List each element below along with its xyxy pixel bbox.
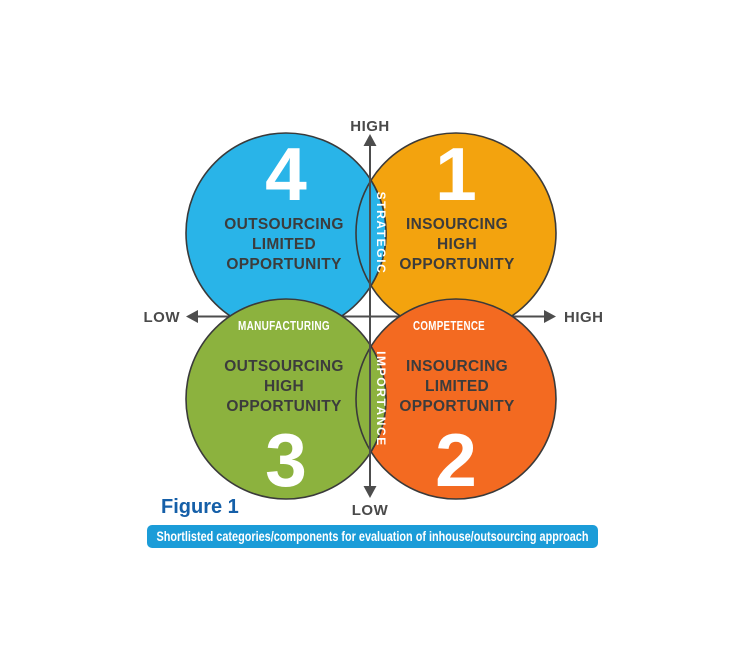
- quadrant-label-line: INSOURCING: [406, 216, 508, 233]
- y-axis-name-strategic: STRATEGIC: [374, 192, 388, 275]
- quadrant-label-line: HIGH: [264, 378, 304, 395]
- quadrant-label-line: OPPORTUNITY: [399, 256, 515, 273]
- y-axis-label-bottom: LOW: [352, 502, 389, 519]
- figure-caption: Figure 1: [161, 496, 239, 518]
- quadrant-label-line: HIGH: [437, 236, 477, 253]
- quadrant-label-top-left: OUTSOURCING LIMITED OPPORTUNITY: [224, 216, 344, 273]
- banner-background: [147, 525, 598, 548]
- x-axis-arrow-left-icon: [186, 310, 198, 323]
- quadrant-label-bottom-left: OUTSOURCING HIGH OPPORTUNITY: [224, 358, 344, 415]
- y-axis-arrow-down-icon: [363, 486, 377, 498]
- x-axis-name-manufacturing: MANUFACTURING: [238, 318, 330, 333]
- y-axis-label-top: HIGH: [350, 118, 390, 135]
- quadrant-number-4: 4: [265, 132, 307, 216]
- banner-text: Shortlisted categories/components for ev…: [157, 529, 589, 544]
- quadrant-label-bottom-right: INSOURCING LIMITED OPPORTUNITY: [399, 358, 515, 415]
- x-axis-arrow-right-icon: [544, 310, 556, 323]
- quadrant-label-line: LIMITED: [425, 378, 489, 395]
- quadrant-number-3: 3: [265, 418, 307, 502]
- quadrant-number-1: 1: [435, 132, 477, 216]
- y-axis-name-importance: IMPORTANCE: [374, 351, 388, 447]
- quadrant-label-line: OPPORTUNITY: [399, 398, 515, 415]
- y-axis-arrow-up-icon: [363, 134, 377, 146]
- quadrant-label-line: OUTSOURCING: [224, 216, 344, 233]
- x-axis-name-competence: COMPETENCE: [413, 318, 485, 333]
- quadrant-label-line: OPPORTUNITY: [226, 398, 342, 415]
- quadrant-label-line: OPPORTUNITY: [226, 256, 342, 273]
- x-axis-label-left: LOW: [144, 309, 181, 326]
- quadrant-number-2: 2: [435, 418, 477, 502]
- quadrant-label-line: OUTSOURCING: [224, 358, 344, 375]
- quadrant-label-line: INSOURCING: [406, 358, 508, 375]
- quadrant-label-top-right: INSOURCING HIGH OPPORTUNITY: [399, 216, 515, 273]
- quadrant-label-line: LIMITED: [252, 236, 316, 253]
- x-axis-label-right: HIGH: [564, 309, 604, 326]
